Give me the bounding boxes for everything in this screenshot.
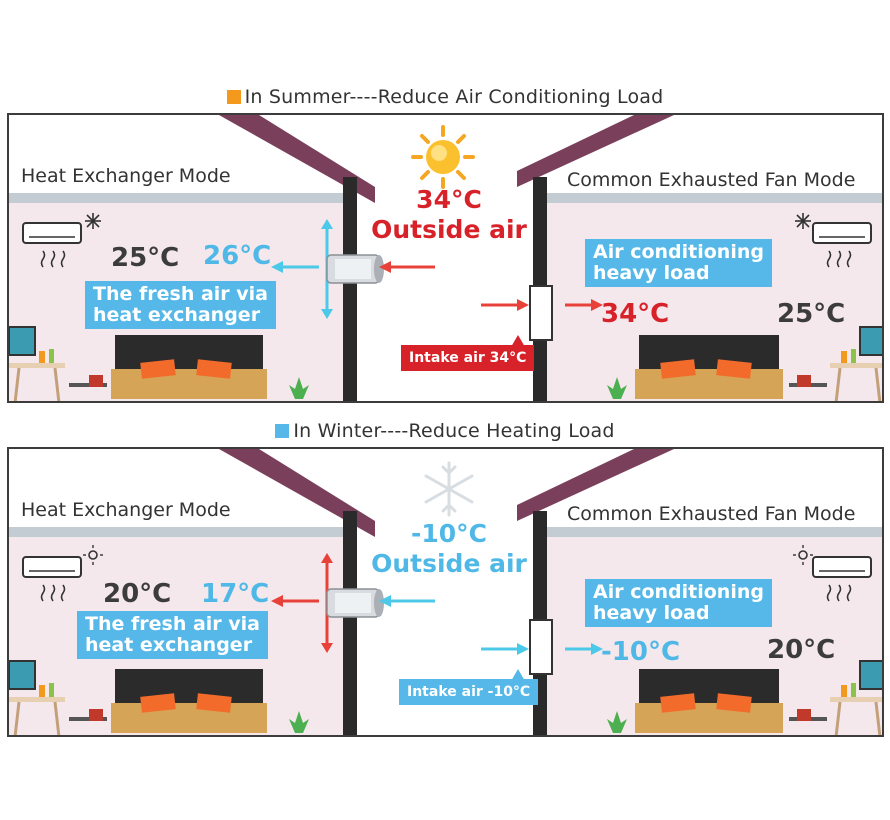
right-fresh-air-temp: 34°C <box>601 299 670 329</box>
intake-airflow-arrows <box>481 299 603 311</box>
intake-air-tag: Intake air 34°C <box>401 345 535 371</box>
left-fresh-air-temp: 17°C <box>201 579 270 609</box>
left-room-temp: 20°C <box>103 579 172 609</box>
ceiling-stripe <box>547 527 882 539</box>
orange-square-icon <box>226 90 241 104</box>
right-room-temp: 20°C <box>767 635 836 665</box>
summer-panel: Heat Exchanger Mode Common Exhausted Fan… <box>7 113 884 403</box>
ceiling-stripe <box>9 193 343 205</box>
tag-pointer <box>511 335 525 347</box>
blue-square-icon <box>275 424 290 438</box>
living-room-furniture <box>607 326 882 401</box>
summer-title: In Summer----Reduce Air Conditioning Loa… <box>0 86 890 108</box>
living-room-furniture <box>9 660 309 735</box>
snowflake-icon <box>424 461 474 517</box>
outside-air-label: -10°C Outside air <box>371 519 527 578</box>
left-room-temp: 25°C <box>111 243 180 273</box>
ceiling-stripe <box>9 527 343 539</box>
air-conditioner-icon <box>793 545 872 602</box>
left-mode-label: Heat Exchanger Mode <box>21 165 231 187</box>
right-mode-label: Common Exhausted Fan Mode <box>567 169 856 191</box>
winter-title: In Winter----Reduce Heating Load <box>0 420 890 442</box>
left-house-wall <box>343 177 357 401</box>
airflow-arrows <box>271 261 435 273</box>
right-mode-label: Common Exhausted Fan Mode <box>567 503 856 525</box>
ceiling-stripe <box>547 193 882 205</box>
exhaust-fan-icon <box>529 285 553 341</box>
right-room-temp: 25°C <box>777 299 846 329</box>
winter-panel: Heat Exchanger Mode Common Exhausted Fan… <box>7 447 884 737</box>
roof <box>219 449 674 537</box>
living-room-furniture <box>607 660 882 735</box>
tag-pointer <box>511 669 525 681</box>
fresh-air-label: The fresh air via heat exchanger <box>77 611 268 659</box>
intake-air-tag: Intake air -10°C <box>399 679 539 705</box>
air-conditioner-icon <box>795 213 872 268</box>
air-conditioner-icon <box>22 545 103 602</box>
heavy-load-label: Air conditioning heavy load <box>585 239 772 287</box>
airflow-arrows <box>271 595 435 607</box>
heavy-load-label: Air conditioning heavy load <box>585 579 772 627</box>
left-house-wall <box>343 511 357 735</box>
roof <box>219 115 674 203</box>
fresh-air-label: The fresh air via heat exchanger <box>85 281 276 329</box>
heat-exchanger-device <box>321 553 384 653</box>
left-fresh-air-temp: 26°C <box>203 241 272 271</box>
heat-exchanger-device <box>321 219 384 319</box>
sun-icon <box>411 125 475 189</box>
air-conditioner-icon <box>22 213 101 268</box>
exhaust-fan-icon <box>529 619 553 675</box>
living-room-furniture <box>9 326 309 401</box>
left-mode-label: Heat Exchanger Mode <box>21 499 231 521</box>
right-fresh-air-temp: -10°C <box>601 637 681 667</box>
outside-air-label: 34°C Outside air <box>371 185 527 244</box>
intake-airflow-arrows <box>481 643 603 655</box>
